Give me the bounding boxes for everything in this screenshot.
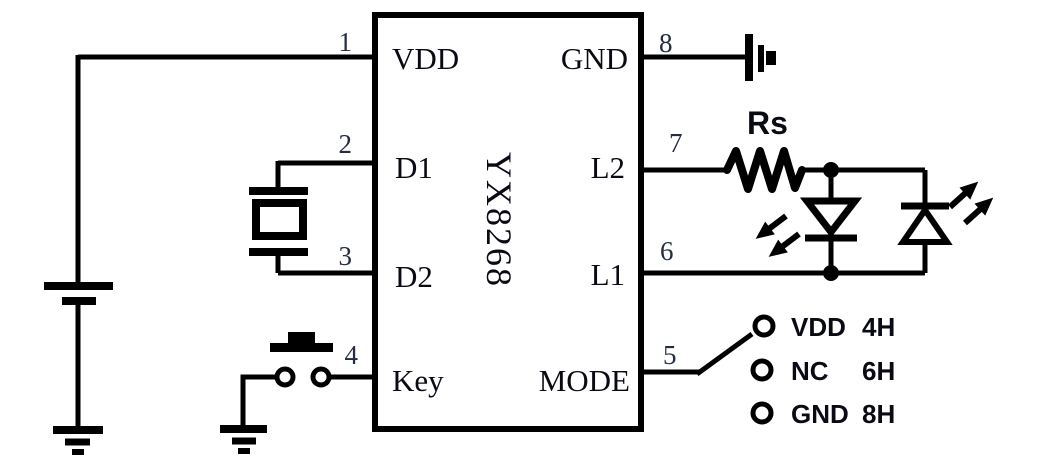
arrow-shaft	[766, 213, 788, 232]
mode-selector: VDD 4H NC 6H GND 8H	[640, 312, 895, 429]
switch-arm	[695, 331, 754, 377]
crystal-body	[252, 199, 307, 240]
pin-label-d2: D2	[395, 259, 433, 294]
button-contact-left	[274, 366, 296, 388]
button-contact-right	[310, 366, 332, 388]
resistor-zigzag	[723, 147, 806, 193]
button-ground-wire	[240, 374, 277, 426]
pin-label-mode: MODE	[539, 363, 630, 398]
button-cap-bar	[270, 343, 333, 352]
arrow-head	[974, 197, 994, 216]
gnd-pin-branch	[640, 34, 776, 81]
pin-number-3: 3	[339, 241, 353, 271]
pin-label-key: Key	[392, 363, 444, 398]
pin-number-6: 6	[660, 236, 674, 266]
pin-label-d1: D1	[395, 150, 433, 185]
led-2	[897, 170, 994, 273]
light-arrow-icon	[768, 231, 801, 257]
pin-number-8: 8	[659, 28, 673, 58]
mode-option-terminal: VDD	[791, 312, 846, 342]
battery-branch	[44, 54, 375, 455]
ground-icon	[220, 425, 267, 454]
mode-option-terminal: GND	[791, 399, 849, 429]
mode-option-value: 4H	[862, 312, 895, 342]
led1-triangle	[799, 197, 863, 238]
led-1	[755, 170, 863, 273]
pin-number-4: 4	[345, 340, 359, 370]
resistor-label: Rs	[747, 105, 788, 141]
arrow-head	[768, 239, 788, 257]
light-arrow-icon	[962, 197, 994, 226]
led2-triangle	[897, 204, 953, 245]
ic-part-number: YX8268	[479, 152, 519, 288]
pin-label-gnd: GND	[561, 41, 628, 76]
mode-terminal-vdd	[752, 314, 776, 338]
arrow-shaft	[962, 206, 984, 226]
mode-option-value: 8H	[862, 399, 895, 429]
ground-bar-3	[766, 51, 776, 65]
pin-number-2: 2	[339, 129, 353, 159]
arrow-head	[959, 181, 979, 200]
ic-outline	[372, 12, 644, 432]
led-branch: Rs	[640, 105, 994, 281]
light-arrow-icon	[947, 181, 979, 210]
pin-number-1: 1	[339, 27, 353, 57]
pin-label-l2: L2	[591, 150, 625, 185]
pin-label-l1: L1	[591, 257, 625, 292]
mode-option-value: 6H	[862, 356, 895, 386]
mode-option-terminal: NC	[791, 356, 829, 386]
light-arrow-icon	[755, 213, 788, 239]
ground-icon	[745, 34, 776, 81]
mode-terminal-gnd	[750, 401, 774, 425]
arrow-shaft	[779, 231, 801, 250]
arrow-head	[755, 221, 775, 239]
ic-yx8268: YX8268 VDD D1 D2 Key GND L2 L1 MODE	[372, 12, 644, 432]
pin-number-7: 7	[669, 128, 683, 158]
ground-icon	[53, 426, 103, 455]
arrow-shaft	[947, 190, 969, 210]
pin-label-vdd: VDD	[392, 41, 459, 76]
push-button	[220, 332, 375, 454]
crystal-branch	[249, 160, 375, 276]
button-knob	[288, 332, 315, 344]
mode-terminal-nc	[750, 358, 774, 382]
pin-number-5: 5	[663, 340, 677, 370]
pin-numbers: 1 2 3 4 8 7 6 5	[339, 27, 683, 370]
